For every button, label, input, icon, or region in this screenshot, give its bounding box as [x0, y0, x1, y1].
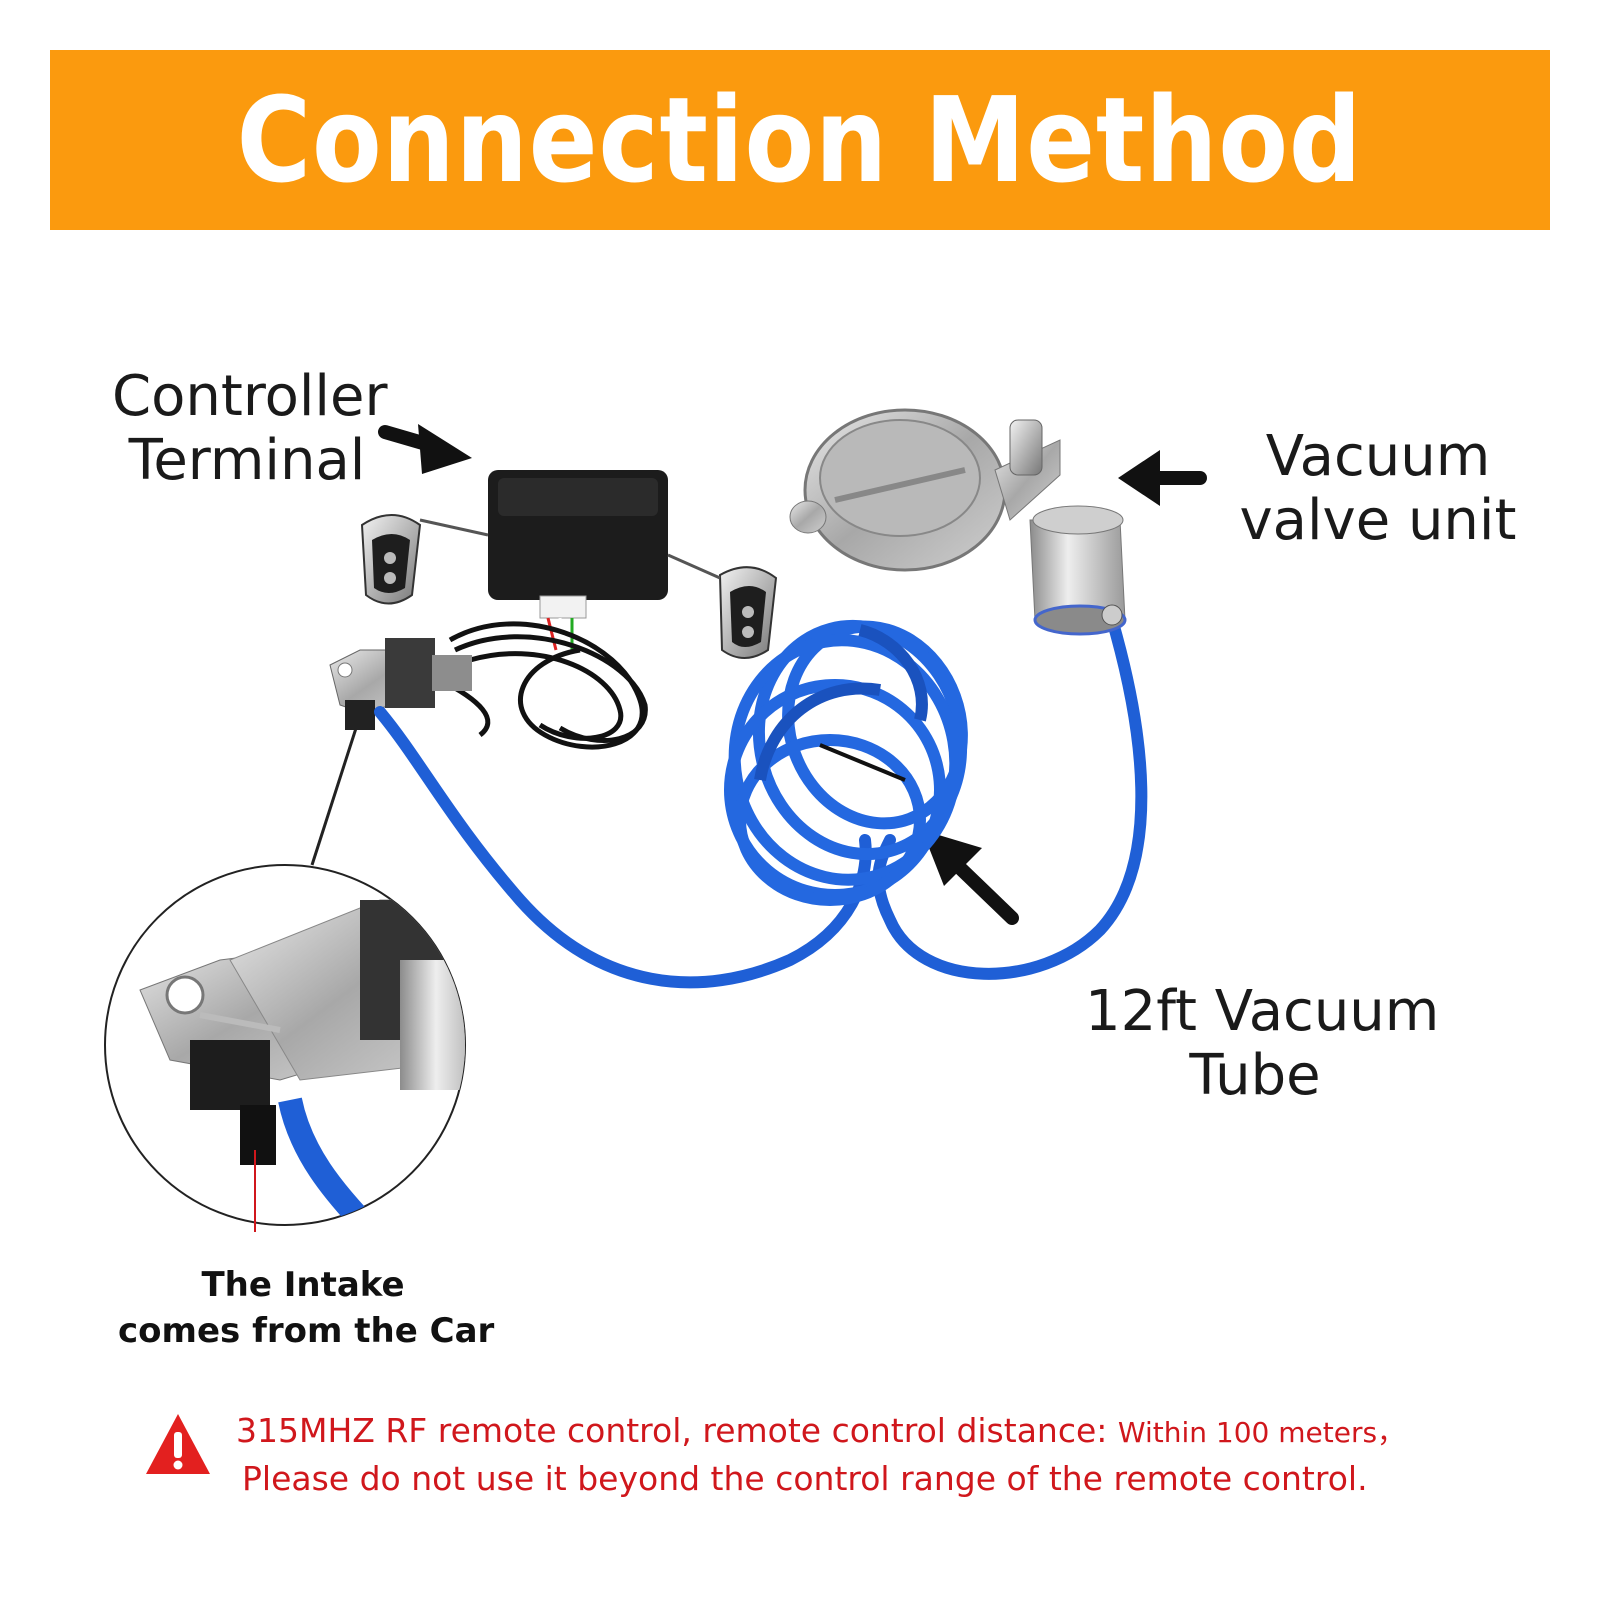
vacuum-tube-label: 12ft Vacuum Tube — [1085, 979, 1440, 1108]
controller-label-line1: Controller — [112, 364, 388, 429]
vacuum-valve-label-line1: Vacuum — [1265, 424, 1491, 489]
warning-line1-main: 315MHZ RF remote control, remote control… — [236, 1411, 1118, 1450]
warning-icon — [146, 1414, 210, 1474]
tube-label-line1: 12ft Vacuum — [1085, 979, 1440, 1044]
controller-label-line2: Terminal — [128, 428, 366, 493]
intake-label-line2: comes from the Car — [118, 1311, 495, 1351]
arrow-tube — [922, 830, 1019, 925]
arrow-vacuum-valve — [1118, 450, 1207, 506]
cable-tie — [819, 743, 906, 782]
warning-line1: 315MHZ RF remote control, remote control… — [236, 1408, 1405, 1456]
vacuum-valve-label: Vacuum valve unit — [1238, 425, 1518, 553]
zoom-pointer-line — [310, 721, 360, 866]
page-title: Connection Method — [237, 71, 1363, 209]
solenoid-bracket — [329, 638, 472, 730]
controller-terminal-label: Controller Terminal — [112, 364, 388, 493]
arrow-controller — [378, 424, 472, 474]
remote-right — [667, 553, 778, 659]
controller-box — [488, 470, 668, 651]
warning-line2: Please do not use it beyond the control … — [242, 1459, 1368, 1498]
vacuum-valve — [789, 408, 1127, 636]
tube-label-line2: Tube — [1189, 1043, 1321, 1108]
warning-text: 315MHZ RF remote control, remote control… — [236, 1408, 1405, 1502]
tube-coil — [724, 619, 968, 906]
header-banner: Connection Method — [50, 50, 1550, 230]
intake-label-line1: The Intake — [201, 1265, 405, 1305]
vacuum-valve-label-line2: valve unit — [1239, 488, 1517, 553]
vacuum-tube — [374, 624, 1148, 989]
intake-label: The Intake comes from the Car — [118, 1262, 495, 1354]
remote-left — [360, 514, 489, 605]
warning-line1-small: Within 100 meters， — [1117, 1416, 1406, 1449]
